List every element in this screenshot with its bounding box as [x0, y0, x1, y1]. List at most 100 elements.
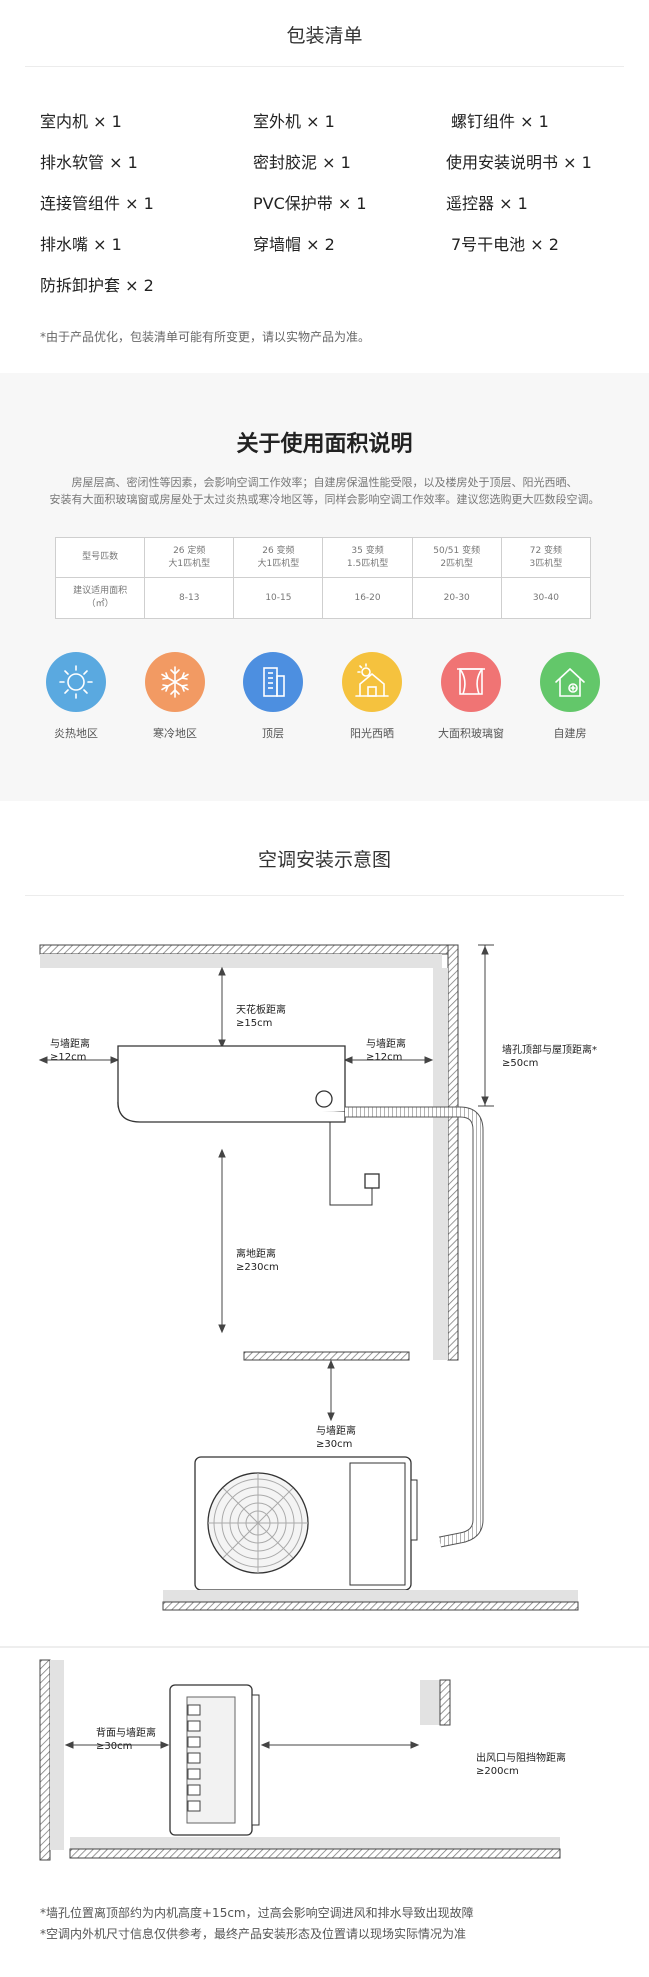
label-line: 天花板距离 — [236, 1005, 286, 1016]
list-item: 排水嘴 × 1 — [40, 235, 122, 254]
table-cell: 72 变频 3匹机型 — [500, 537, 592, 578]
list-item: 遥控器 × 1 — [446, 194, 528, 213]
area-title: 关于使用面积说明 — [236, 432, 413, 457]
ceiling-slab — [39, 944, 459, 955]
hole-top-distance-label: 墙孔顶部与屋顶距离* ≥50cm — [502, 1044, 597, 1070]
house-icon — [555, 667, 585, 697]
label-line: 背面与墙距离 — [96, 1728, 156, 1739]
label-line: 与墙距离 — [50, 1039, 90, 1050]
icon-west-sun — [342, 652, 402, 712]
table-cell: 26 变频大1匹机型 — [233, 537, 324, 578]
icon-label: 炎热地区 — [54, 727, 98, 740]
cell-line: 26 变频 — [262, 545, 295, 556]
packing-title: 包装清单 — [286, 25, 363, 47]
table-row-head: 建议适用面积 （㎡） — [54, 577, 146, 619]
outlet-distance-label: 出风口与阻挡物距离 ≥200cm — [476, 1752, 566, 1778]
icon-self-built — [540, 652, 600, 712]
area-desc-line: 安装有大面积玻璃窗或房屋处于太过炎热或寒冷地区等，同样会影响空调工作效率。建议您… — [49, 493, 600, 506]
table-row-head: 型号匹数 — [54, 537, 146, 578]
packing-note: *由于产品优化，包装清单可能有所变更，请以实物产品为准。 — [40, 330, 371, 344]
floor-marker — [243, 1351, 410, 1361]
cell-line: 26 定频 — [173, 545, 206, 556]
label-line: ≥200cm — [476, 1766, 519, 1777]
area-desc-line: 房屋层高、密闭性等因素，会影响空调工作效率；自建房保温性能受限，以及楼房处于顶层… — [71, 476, 578, 489]
table-row: 型号匹数 26 定频大1匹机型 26 变频大1匹机型 35 变频 1.5匹机型 5… — [54, 537, 592, 578]
icon-top-floor — [243, 652, 303, 712]
table-cell: 26 定频大1匹机型 — [144, 537, 235, 578]
table-cell: 35 变频 1.5匹机型 — [322, 537, 413, 578]
list-item: 密封胶泥 × 1 — [253, 153, 351, 172]
power-socket — [364, 1173, 380, 1189]
label-line: ≥15cm — [236, 1018, 273, 1029]
table-cell: 10-15 — [233, 577, 324, 619]
label-line: 墙孔顶部与屋顶距离* — [502, 1045, 597, 1056]
left-wall-distance-label: 与墙距离 ≥12cm — [50, 1038, 90, 1064]
install-diagram — [38, 944, 579, 1611]
table-row: 建议适用面积 （㎡） 8-13 10-15 16-20 20-30 30-40 — [54, 577, 592, 619]
back-wall-distance-label: 背面与墙距离 ≥30cm — [96, 1727, 156, 1753]
cell-line: 建议适用面积 — [73, 586, 128, 596]
snowflake-icon — [161, 666, 189, 698]
cell-line: 35 变频 — [351, 545, 384, 556]
sunny-house-icon — [355, 663, 389, 697]
cell-line: 3匹机型 — [529, 558, 563, 569]
divider — [25, 66, 624, 67]
floor-distance-label: 离地距离 ≥230cm — [236, 1248, 279, 1274]
label-line: ≥50cm — [502, 1058, 539, 1069]
label-line: ≥230cm — [236, 1262, 279, 1273]
back-wall — [39, 1659, 51, 1861]
icon-hot-region — [46, 652, 106, 712]
ground — [69, 1848, 561, 1859]
window-icon — [457, 668, 485, 695]
icon-label: 顶层 — [262, 727, 284, 740]
icon-label: 寒冷地区 — [153, 727, 197, 740]
icon-label: 自建房 — [553, 727, 587, 740]
footnote: *墙孔位置离顶部约为内机高度+15cm，过高会影响空调进风和排水导致出现故障 — [40, 1906, 474, 1920]
list-item: PVC保护带 × 1 — [253, 194, 367, 213]
list-item: 穿墙帽 × 2 — [253, 235, 335, 254]
top-view-diagram — [0, 1646, 649, 1861]
list-item: 7号干电池 × 2 — [451, 235, 559, 254]
cell-line: 2匹机型 — [440, 558, 474, 569]
icon-large-window — [441, 652, 501, 712]
ground — [162, 1601, 579, 1611]
table-cell: 20-30 — [411, 577, 502, 619]
outdoor-unit — [194, 1456, 418, 1591]
sun-icon — [59, 665, 93, 699]
list-item: 使用安装说明书 × 1 — [446, 153, 592, 172]
ceiling-shade — [40, 954, 442, 968]
label-line: 离地距离 — [236, 1249, 276, 1260]
cell-line: 大1匹机型 — [257, 558, 300, 569]
list-item: 防拆卸护套 × 2 — [40, 276, 154, 295]
icon-cold-region — [145, 652, 205, 712]
footnote: *空调内外机尺寸信息仅供参考，最终产品安装形态及位置请以现场实际情况为准 — [40, 1927, 467, 1941]
table-cell: 16-20 — [322, 577, 413, 619]
spec-table: 型号匹数 26 定频大1匹机型 26 变频大1匹机型 35 变频 1.5匹机型 5… — [54, 537, 592, 619]
divider — [25, 895, 624, 896]
list-item: 连接管组件 × 1 — [40, 194, 154, 213]
cell-line: 72 变频 — [529, 545, 563, 556]
right-wall — [447, 944, 459, 1361]
outdoor-wall-distance-label: 与墙距离 ≥30cm — [316, 1425, 356, 1451]
right-wall-distance-label: 与墙距离 ≥12cm — [366, 1038, 406, 1064]
cell-line: （㎡） — [86, 599, 114, 609]
icon-label: 阳光西晒 — [350, 727, 394, 740]
obstacle — [420, 1680, 440, 1725]
right-wall-shade — [433, 968, 448, 1360]
cell-line: 1.5匹机型 — [346, 558, 389, 569]
label-line: ≥30cm — [316, 1439, 353, 1450]
cell-line: 大1匹机型 — [168, 558, 211, 569]
list-item: 螺钉组件 × 1 — [451, 112, 549, 131]
label-line: 与墙距离 — [366, 1039, 406, 1050]
label-line: ≥12cm — [366, 1052, 403, 1063]
list-item: 室内机 × 1 — [40, 112, 122, 131]
table-cell: 30-40 — [500, 577, 592, 619]
building-icon — [263, 667, 285, 697]
table-cell: 8-13 — [144, 577, 235, 619]
display-icon — [315, 1090, 333, 1108]
install-title: 空调安装示意图 — [257, 849, 391, 871]
cell-line: 50/51 变频 — [433, 545, 481, 556]
icon-label: 大面积玻璃窗 — [438, 727, 504, 740]
list-item: 排水软管 × 1 — [40, 153, 138, 172]
label-line: 与墙距离 — [316, 1426, 356, 1437]
